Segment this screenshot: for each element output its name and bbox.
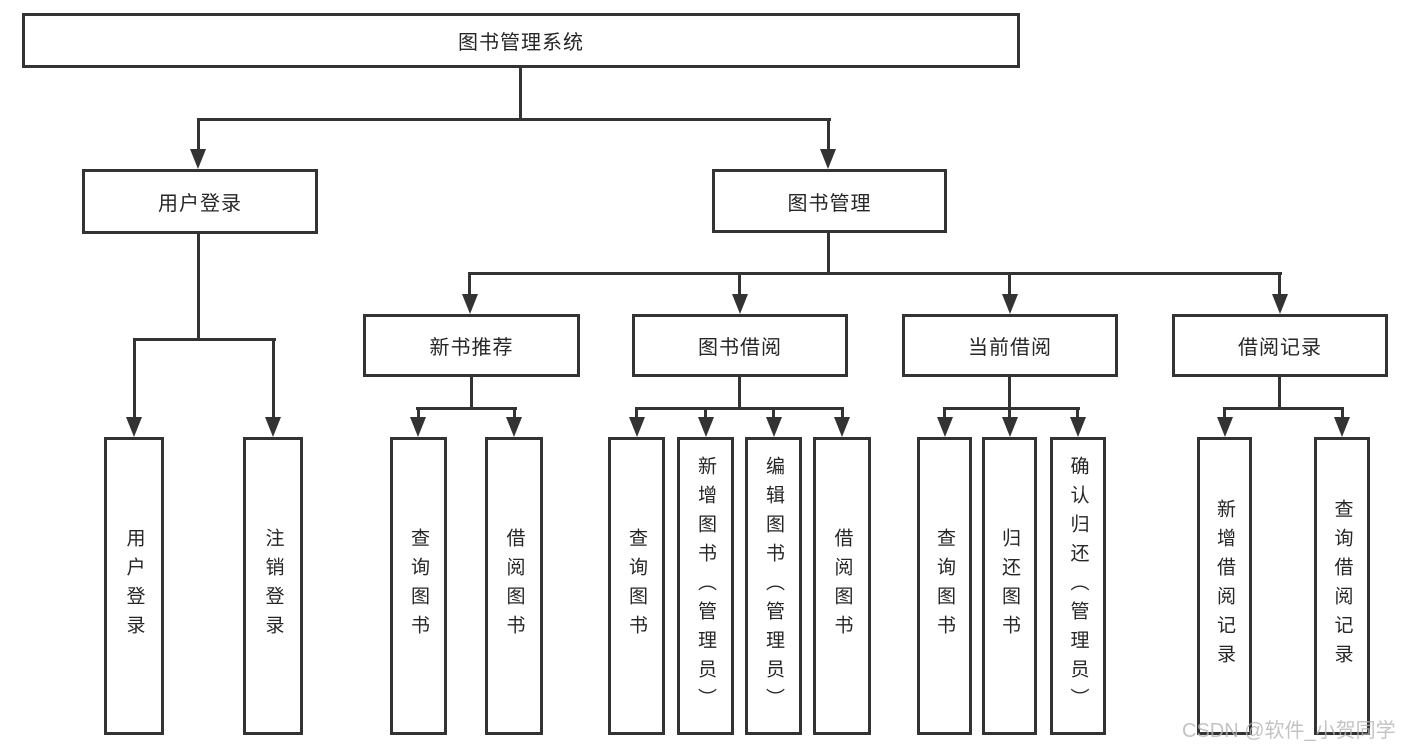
leaf-query-borrow-record: 查询借阅记录 <box>1314 437 1370 735</box>
connector-line <box>133 338 276 341</box>
arrowhead-down <box>190 149 206 169</box>
connector-line <box>469 272 1282 275</box>
leaf-label: 编辑图书（管理员） <box>763 455 784 717</box>
node-borrowing-records: 借阅记录 <box>1172 314 1388 377</box>
leaf-logout: 注销登录 <box>243 437 303 735</box>
arrowhead-down <box>126 417 142 437</box>
leaf-confirm-return-admin: 确认归还（管理员） <box>1050 437 1106 735</box>
connector-line <box>841 407 844 419</box>
leaf-label: 查询图书 <box>934 528 955 644</box>
connector-line <box>943 407 946 419</box>
connector-line <box>133 338 136 418</box>
csdn-watermark: CSDN @软件_小贺同学 <box>1182 720 1396 742</box>
connector-line <box>1223 407 1226 419</box>
connector-line <box>1008 407 1011 419</box>
connector-line <box>827 231 830 275</box>
arrowhead-down <box>1334 417 1350 437</box>
leaf-label: 用户登录 <box>123 528 145 644</box>
arrowhead-down <box>1070 417 1086 437</box>
connector-line <box>197 232 200 341</box>
leaf-label: 新增借阅记录 <box>1214 499 1235 673</box>
arrowhead-down <box>698 417 714 437</box>
connector-line <box>272 338 275 418</box>
arrowhead-down <box>462 294 478 314</box>
connector-line <box>1076 407 1079 419</box>
connector-line <box>1278 375 1281 409</box>
connector-line <box>827 118 830 154</box>
connector-line <box>513 407 516 419</box>
leaf-label: 归还图书 <box>999 528 1020 644</box>
connector-line <box>943 407 1080 410</box>
leaf-borrow-books: 借阅图书 <box>813 437 871 735</box>
leaf-add-borrow-record: 新增借阅记录 <box>1197 437 1252 735</box>
leaf-label: 查询图书 <box>408 528 429 644</box>
arrowhead-down <box>834 417 850 437</box>
connector-line <box>470 375 473 409</box>
connector-line <box>416 407 517 410</box>
arrowhead-down <box>1272 294 1288 314</box>
leaf-borrow-books-recommend: 借阅图书 <box>485 437 543 735</box>
leaf-label: 确认归还（管理员） <box>1067 455 1089 717</box>
node-user-login: 用户登录 <box>82 169 318 234</box>
connector-line <box>468 272 471 296</box>
arrowhead-down <box>1217 417 1233 437</box>
arrowhead-down <box>265 417 281 437</box>
leaf-add-book-admin: 新增图书（管理员） <box>677 437 734 735</box>
connector-line <box>738 272 741 296</box>
connector-line <box>635 407 638 419</box>
connector-line <box>417 407 420 419</box>
leaf-query-books-recommend: 查询图书 <box>390 437 447 735</box>
connector-line <box>519 66 522 121</box>
connector-line <box>1008 272 1011 296</box>
leaf-label: 注销登录 <box>262 528 284 644</box>
leaf-user-login: 用户登录 <box>104 437 164 735</box>
node-book-management: 图书管理 <box>712 169 947 233</box>
leaf-label: 查询图书 <box>626 528 647 644</box>
leaf-label: 借阅图书 <box>503 528 525 644</box>
leaf-label: 借阅图书 <box>831 528 853 644</box>
connector-line <box>197 118 200 154</box>
arrowhead-down <box>937 417 953 437</box>
arrowhead-down <box>766 417 782 437</box>
arrowhead-down <box>1002 294 1018 314</box>
leaf-query-books-current: 查询图书 <box>917 437 972 735</box>
connector-line <box>635 407 844 410</box>
node-library-management-system: 图书管理系统 <box>22 13 1020 68</box>
leaf-query-books-borrowing: 查询图书 <box>608 437 665 735</box>
connector-line <box>738 375 741 409</box>
node-new-book-recommend: 新书推荐 <box>363 314 580 377</box>
arrowhead-down <box>820 149 836 169</box>
arrowhead-down <box>506 417 522 437</box>
leaf-label: 查询借阅记录 <box>1331 499 1353 673</box>
connector-line <box>704 407 707 419</box>
connector-line <box>1008 375 1011 409</box>
arrowhead-down <box>1002 417 1018 437</box>
node-current-borrowing: 当前借阅 <box>902 314 1118 377</box>
leaf-return-books: 归还图书 <box>982 437 1037 735</box>
arrowhead-down <box>629 417 645 437</box>
connector-line <box>1278 272 1281 296</box>
connector-line <box>772 407 775 419</box>
leaf-edit-book-admin: 编辑图书（管理员） <box>745 437 802 735</box>
connector-line <box>1223 407 1344 410</box>
arrowhead-down <box>732 294 748 314</box>
arrowhead-down <box>410 417 426 437</box>
connector-line <box>197 118 831 121</box>
node-book-borrowing: 图书借阅 <box>632 314 848 377</box>
leaf-label: 新增图书（管理员） <box>695 455 716 717</box>
connector-line <box>1341 407 1344 419</box>
